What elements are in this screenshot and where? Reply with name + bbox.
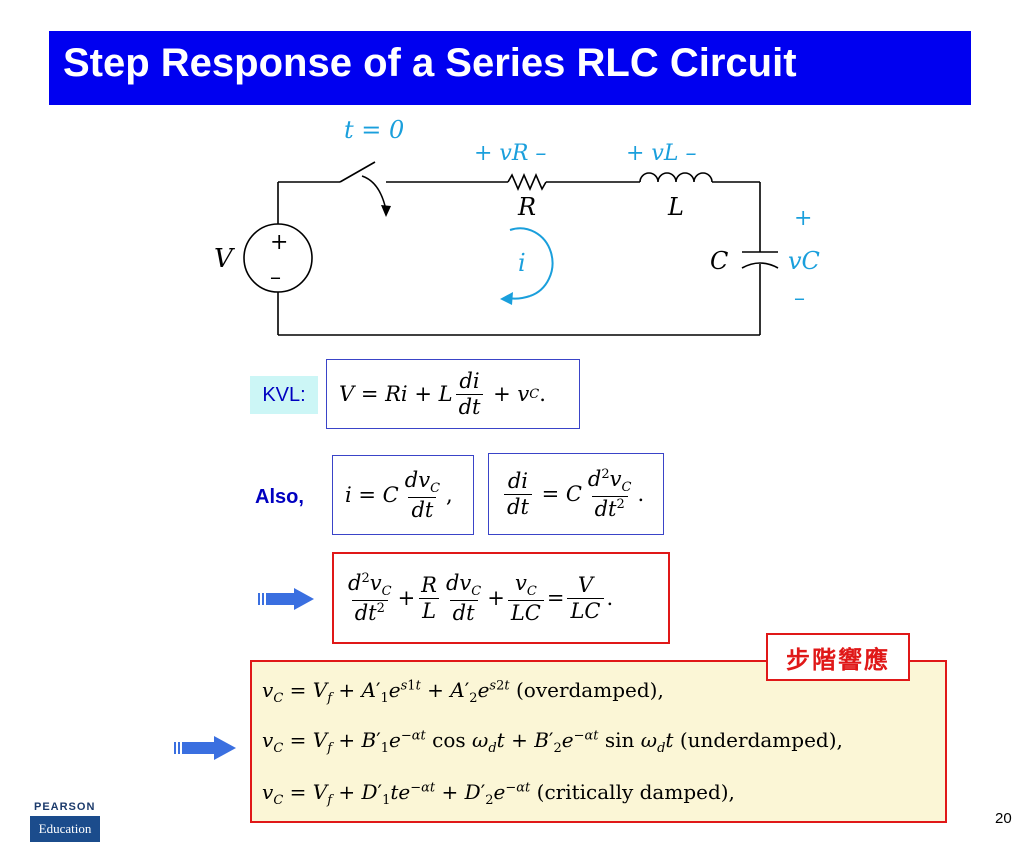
logo-top-text: PEARSON [30,798,100,816]
critically-text: (critically damped), [536,780,735,804]
vc-plus: + [794,206,812,231]
overdamped-solution: vC = Vf + A′1es1t + A′2es2t (overdamped)… [262,678,664,706]
underdamped-text: (underdamped), [679,728,843,752]
source-plus: + [270,230,288,255]
implies-arrow-2 [174,736,236,760]
current-label: i [518,249,526,277]
vr-label: + vR – [474,141,546,166]
switch-time-label: t = 0 [344,116,404,144]
capacitor-label: C [710,247,728,275]
vl-label: + vL – [626,141,696,166]
step-response-solutions: vC = Vf + A′1es1t + A′2es2t (overdamped)… [250,660,947,823]
source-minus: – [270,265,281,290]
page-number: 20 [995,810,1012,827]
slide-title: Step Response of a Series RLC Circuit [63,41,797,85]
vc-label: vC [788,247,820,275]
pearson-logo: PEARSON Education [30,798,100,844]
critically-damped-solution: vC = Vf + D′1te−αt + D′2e−αt (critically… [262,780,735,808]
title-bar: Step Response of a Series RLC Circuit [49,31,971,105]
inductor-label: L [667,193,684,221]
rlc-circuit-diagram: t = 0 + vR – + vL – R L C vC + – V + – i [214,116,820,336]
step-response-cjk-label: 步階響應 [766,633,910,681]
vc-minus: – [794,286,805,311]
kvl-label: KVL: [250,376,318,414]
implies-arrow-1 [258,588,314,610]
overdamped-text: (overdamped), [515,678,664,702]
logo-bottom-text: Education [30,816,100,842]
resistor-label: R [517,193,536,221]
underdamped-solution: vC = Vf + B′1e−αt cos ωdt + B′2e−αt sin … [262,728,843,756]
also-label: Also, [255,486,304,508]
source-label: V [214,244,235,274]
